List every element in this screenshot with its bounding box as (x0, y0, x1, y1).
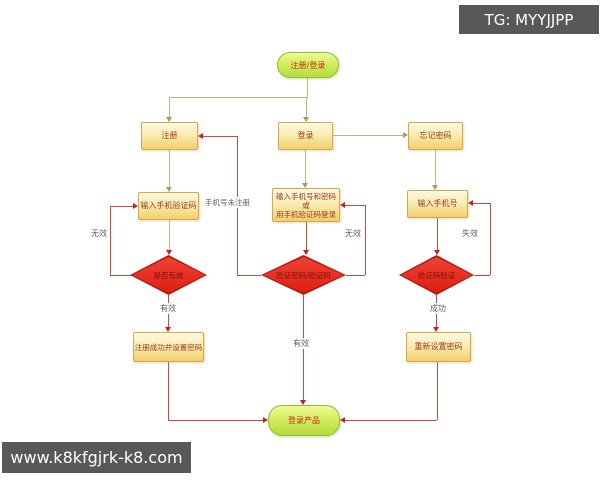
arrowhead (340, 417, 345, 423)
edge-label-expired: 失效 (461, 228, 479, 239)
connector-line (435, 150, 436, 187)
connector-line (306, 222, 307, 252)
arrowhead (432, 185, 438, 190)
check-code-label: 验证码验证 (417, 270, 456, 280)
connector-line (474, 275, 490, 276)
connector-line (237, 275, 261, 276)
arrowhead (340, 202, 345, 208)
register-node: 注册 (141, 122, 198, 150)
connector-line (201, 136, 237, 137)
reset-password-node: 重新设置密码 (406, 332, 471, 362)
connector-line (437, 218, 438, 252)
arrowhead (303, 117, 309, 122)
login-input-line1: 输入手机号和密码 (276, 191, 336, 201)
connector-line (305, 150, 306, 185)
arrowhead (303, 250, 309, 255)
arrowhead (434, 250, 440, 255)
connector-line (306, 97, 307, 119)
connector-line (333, 135, 404, 136)
enter-sms-code-node: 输入手机验证码 (138, 192, 199, 220)
connector-line (437, 362, 438, 420)
register-success-node: 注册成功并设置密码 (133, 332, 204, 362)
check-valid-label: 是否有效 (153, 270, 184, 280)
end-node: 登录产品 (268, 405, 340, 436)
login-node: 登录 (278, 122, 333, 150)
forgot-password-node: 忘记密码 (408, 122, 463, 150)
connector-line (490, 203, 491, 275)
edge-label-invalid-left: 无效 (90, 228, 108, 239)
edge-label-invalid-mid: 无效 (344, 228, 362, 239)
connector-line (307, 78, 308, 97)
connector-line (110, 206, 135, 207)
connector-line (169, 150, 170, 189)
connector-line (110, 275, 131, 276)
connector-line (168, 420, 265, 421)
arrowhead (166, 187, 172, 192)
connector-line (168, 362, 169, 420)
arrowhead (133, 203, 138, 209)
connector-line (343, 205, 365, 206)
edge-label-phone-not-registered: 手机号未注册 (204, 197, 251, 208)
arrowhead (468, 200, 473, 206)
login-input-line3: 用手机验证码登录 (276, 209, 336, 219)
check-code-diamond: 验证码验证 (399, 255, 474, 295)
check-password-label: 验证密码/验证码 (275, 270, 332, 280)
arrowhead (166, 117, 172, 122)
telegram-watermark: TG: MYYJJPP (459, 5, 599, 34)
connector-line (343, 420, 437, 421)
arrowhead (165, 327, 171, 332)
edge-label-valid-mid: 有效 (292, 338, 310, 349)
enter-phone-node: 输入手机号 (407, 190, 468, 218)
connector-line (169, 97, 308, 98)
check-password-diamond: 验证密码/验证码 (261, 255, 346, 295)
arrowhead (302, 183, 308, 188)
connector-line (346, 275, 365, 276)
arrowhead (403, 132, 408, 138)
login-input-node: 输入手机号和密码 或 用手机验证码登录 (272, 188, 340, 222)
edge-label-valid-left: 有效 (159, 303, 177, 314)
start-node: 注册/登录 (277, 52, 339, 78)
connector-line (365, 205, 366, 275)
connector-line (169, 97, 170, 119)
connector-line (169, 220, 170, 252)
check-valid-diamond: 是否有效 (130, 255, 207, 295)
login-input-line2: 或 (302, 200, 310, 210)
website-watermark: www.k8kfgjrk-k8.com (2, 442, 191, 473)
connector-line (110, 206, 111, 276)
arrowhead (263, 417, 268, 423)
edge-label-success: 成功 (429, 303, 447, 314)
arrowhead (198, 133, 203, 139)
connector-line (471, 203, 490, 204)
arrowhead (300, 400, 306, 405)
arrowhead (166, 250, 172, 255)
arrowhead (433, 327, 439, 332)
